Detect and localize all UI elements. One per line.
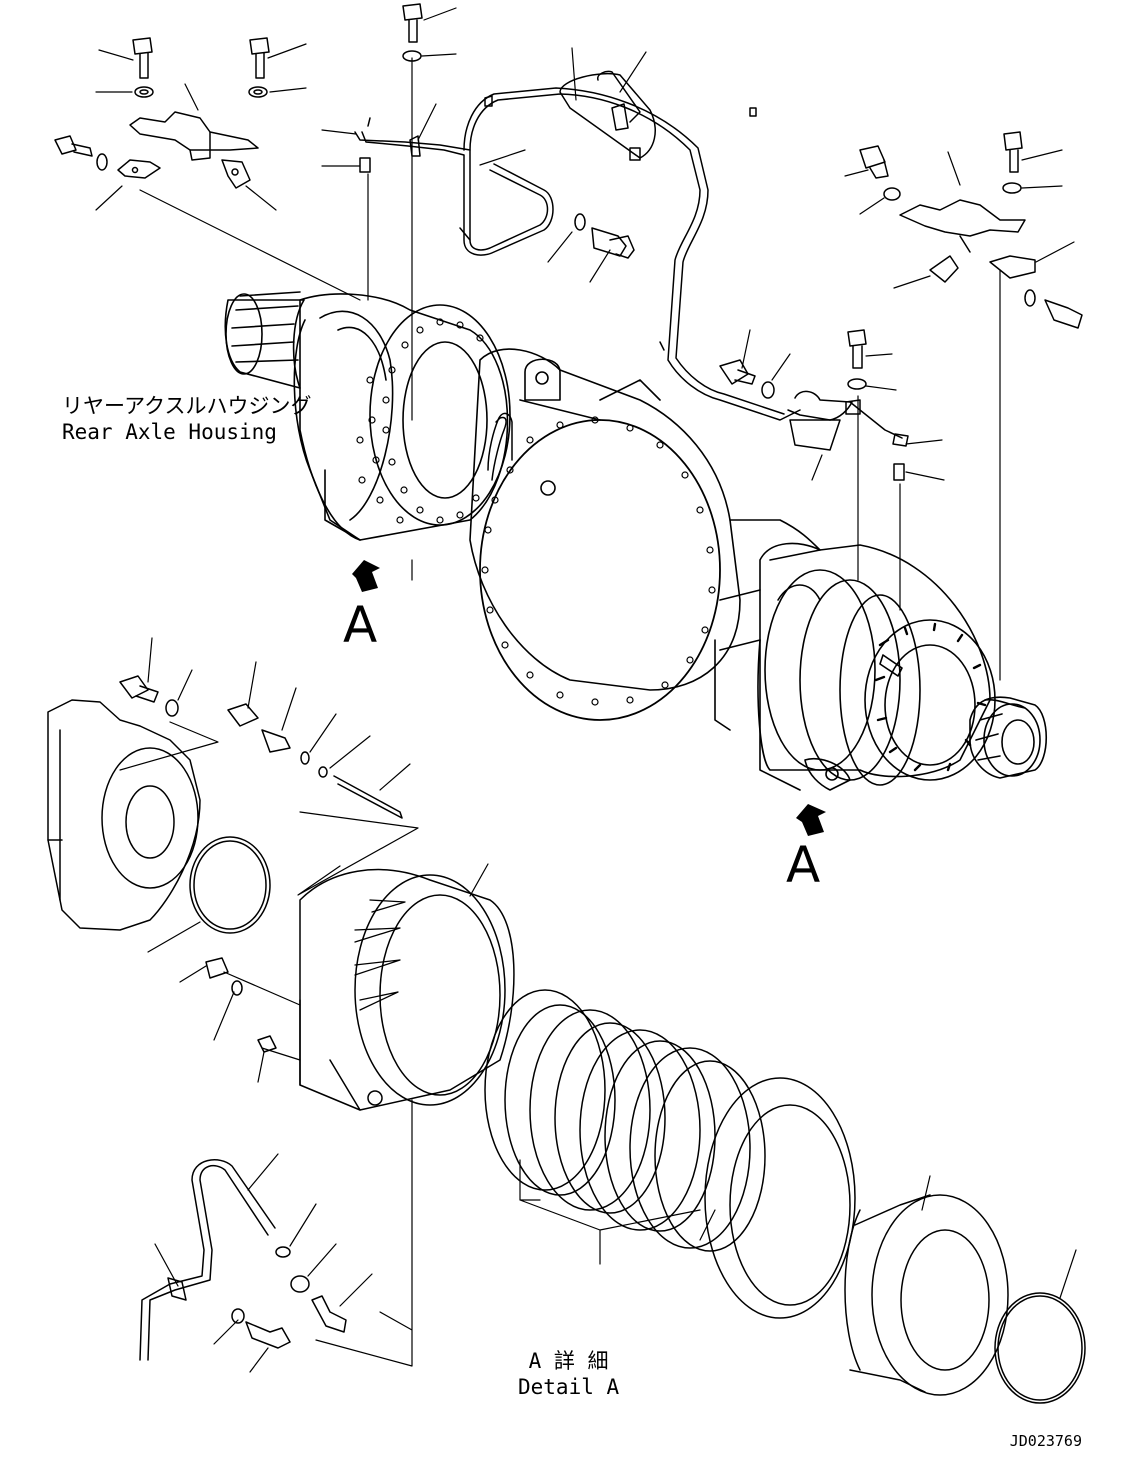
drawing-id: JD023769 [1009,1432,1082,1450]
rear-axle-housing-label-jp: リヤーアクスルハウジング [62,394,312,418]
detail-a-label-jp: A 詳 細 [528,1349,609,1373]
disc-holes-left [357,319,483,523]
view-arrow-left [352,560,380,592]
view-marker-a-right: A [786,836,821,894]
view-arrow-right [796,804,826,836]
view-marker-a-left: A [343,596,378,654]
leader-lines [96,8,1076,1372]
detail-a-parts [48,676,1085,1403]
housing-flange-bolts [482,417,715,705]
view-arrows [352,560,826,836]
axle-housing [225,292,1046,790]
brake-plate-stack [485,990,855,1318]
detail-a-label: A 詳 細 Detail A [518,1348,619,1400]
rear-axle-housing-label: リヤーアクスルハウジング Rear Axle Housing [62,393,311,445]
fasteners-top [55,4,1082,398]
brake-hose-assembly [355,71,908,480]
rear-axle-housing-label-en: Rear Axle Housing [62,420,277,444]
detail-a-label-en: Detail A [518,1375,620,1399]
